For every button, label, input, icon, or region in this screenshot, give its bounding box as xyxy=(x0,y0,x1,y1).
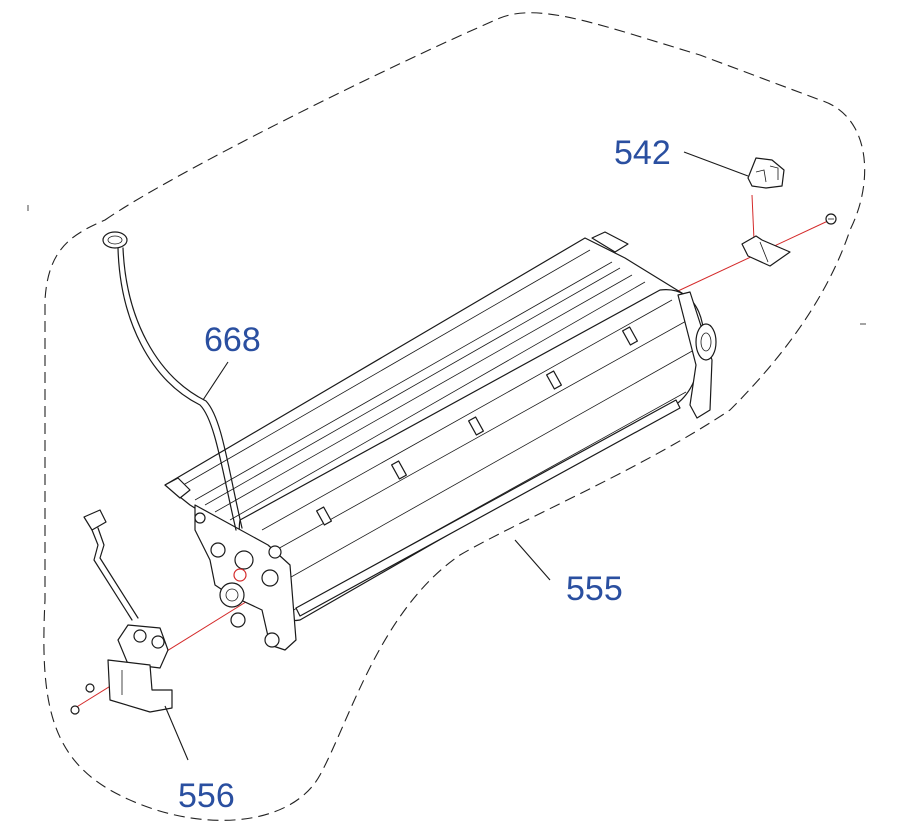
leader-542 xyxy=(683,151,749,177)
drive-gears xyxy=(194,512,282,648)
leader-668 xyxy=(202,361,229,401)
fuser-unit-assembly xyxy=(164,231,717,651)
assembly-boundary-outline xyxy=(43,12,866,821)
leader-556 xyxy=(164,705,189,761)
leader-555 xyxy=(514,539,551,581)
sensor-bracket-542 xyxy=(741,157,837,267)
callout-542: 542 xyxy=(614,134,671,172)
callout-556: 556 xyxy=(178,777,235,815)
callout-668: 668 xyxy=(204,321,261,359)
thermistor-wire xyxy=(102,231,243,531)
switch-assembly-556 xyxy=(70,509,173,715)
callout-555: 555 xyxy=(566,570,623,608)
